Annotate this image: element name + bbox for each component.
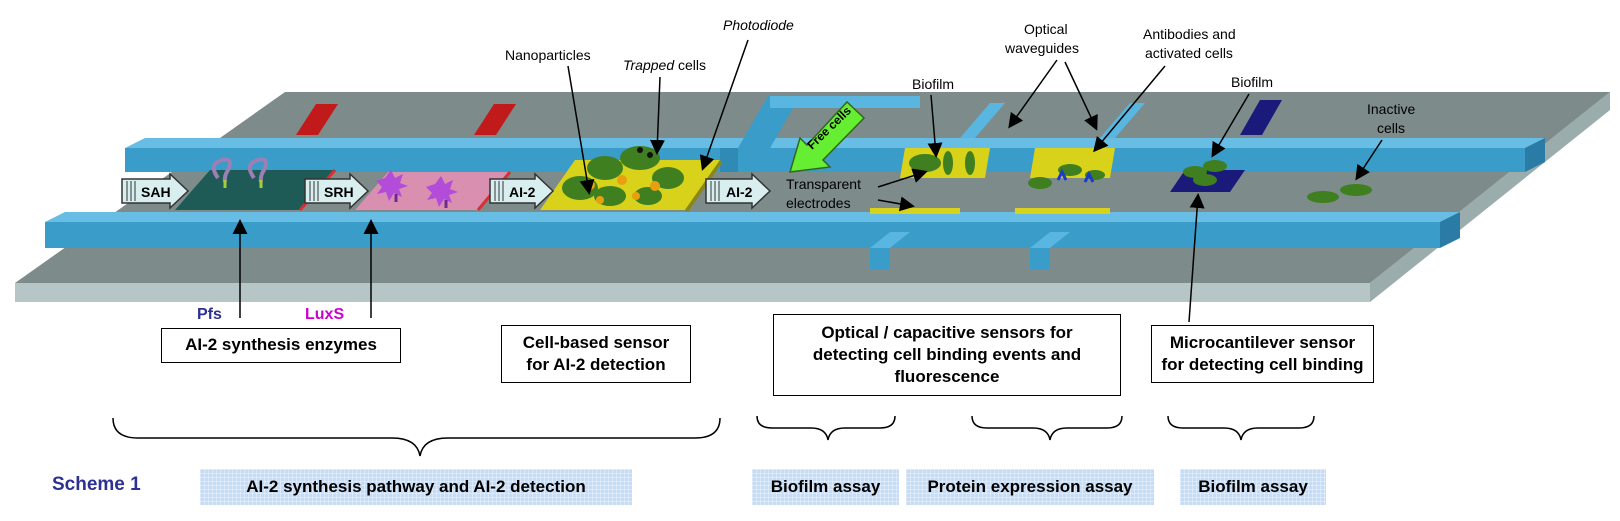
cell-sensor-text-2: for AI-2 detection xyxy=(526,355,666,374)
antibodies-label-2: activated cells xyxy=(1145,45,1233,61)
inactive-label-1: Inactive xyxy=(1367,101,1415,117)
synthesis-enzymes-text: AI-2 synthesis enzymes xyxy=(185,335,377,355)
pfs-label: Pfs xyxy=(197,306,222,323)
luxs-label: LuxS xyxy=(305,306,344,323)
synthesis-enzymes-box: AI-2 synthesis enzymes xyxy=(161,328,401,363)
biofilm-left-label: Biofilm xyxy=(912,76,954,92)
antibodies-label-1: Antibodies and xyxy=(1143,26,1236,42)
microcantilever-text-1: Microcantilever sensor xyxy=(1169,332,1356,352)
trapped-word: Trapped xyxy=(623,57,675,73)
cells-word: cells xyxy=(674,57,706,73)
cell-sensor-box: Cell-based sensor for AI-2 detection xyxy=(501,325,691,383)
flow-arrow-ai2-a: AI-2 xyxy=(489,172,555,210)
cell-sensor-text-1: Cell-based sensor xyxy=(522,332,670,352)
luxs-pad xyxy=(355,170,512,211)
transparent-label-2: electrodes xyxy=(786,195,851,211)
ai2-label-a: AI-2 xyxy=(509,184,536,200)
waveguides-label-1: Optical xyxy=(1024,21,1068,37)
ai2-label-b: AI-2 xyxy=(726,184,753,200)
microcantilever-box: Microcantilever sensor for detecting cel… xyxy=(1151,325,1374,383)
optical-sensor-text-1: Optical / capacitive sensors for xyxy=(821,322,1073,342)
flow-arrow-ai2-b: AI-2 xyxy=(705,172,772,210)
inactive-label-2: cells xyxy=(1377,120,1405,136)
sah-label: SAH xyxy=(141,184,171,200)
side-channels xyxy=(720,96,1145,270)
photodiode-label: Photodiode xyxy=(723,17,794,33)
flow-arrow-srh: SRH xyxy=(304,172,370,210)
cantilever-pad xyxy=(1170,160,1245,192)
braces xyxy=(112,415,1315,457)
nanoparticles-label: Nanoparticles xyxy=(505,47,591,63)
trapped-cells-label: Trapped cells xyxy=(623,57,706,73)
pfs-pad xyxy=(175,157,337,211)
annotations: Nanoparticles Photodiode Trapped cells B… xyxy=(505,17,1415,211)
transparent-label-1: Transparent xyxy=(786,176,861,192)
protein-expression-label: Protein expression assay xyxy=(906,469,1154,505)
flow-arrow-sah: SAH xyxy=(121,172,190,210)
srh-label: SRH xyxy=(324,184,354,200)
biofilm-assay-label-1: Biofilm assay xyxy=(752,469,899,505)
microcantilever-text-2: for detecting cell binding xyxy=(1161,355,1364,374)
optical-sensor-box: Optical / capacitive sensors for detecti… xyxy=(773,314,1121,396)
biofilm-assay-label-2: Biofilm assay xyxy=(1180,469,1326,505)
inactive-cells xyxy=(1307,184,1372,203)
pathway-label: AI-2 synthesis pathway and AI-2 detectio… xyxy=(200,469,632,505)
antibody-pad xyxy=(1015,148,1115,214)
posts xyxy=(296,100,1282,135)
waveguides-label-2: waveguides xyxy=(1004,40,1079,56)
pointer-lines xyxy=(232,39,1383,323)
front-channel xyxy=(45,212,1460,248)
optical-sensor-text-2: detecting cell binding events and xyxy=(812,344,1082,364)
biofilm-right-label: Biofilm xyxy=(1231,74,1273,90)
scheme-title: Scheme 1 xyxy=(52,474,141,495)
optical-sensor-text-3: fluorescence xyxy=(894,367,1000,387)
